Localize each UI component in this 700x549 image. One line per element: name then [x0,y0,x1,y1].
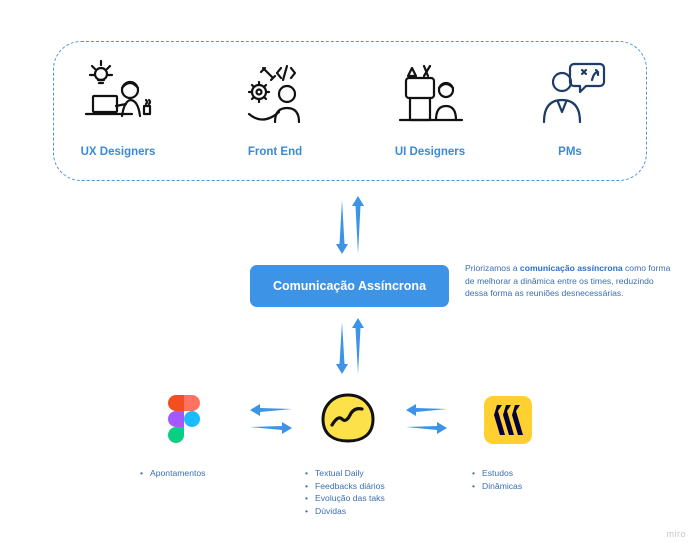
arrow-right [406,422,447,434]
team-ui-designers: UI Designers [370,58,490,158]
list-item: Estudos [472,467,522,480]
figma-uses-list: Apontamentos [140,467,205,480]
basecamp-uses-list: Textual Daily Feedbacks diários Evolução… [305,467,385,517]
team-label: Front End [247,146,303,158]
list-item: Apontamentos [140,467,205,480]
product-manager-icon [542,62,606,124]
list-item: Dúvidas [305,505,385,518]
list-item: Textual Daily [305,467,385,480]
list-item: Feedbacks diários [305,480,385,493]
miro-icon [484,396,532,444]
front-end-developer-icon [247,64,301,124]
team-front-end: Front End [215,58,335,158]
arrow-down [336,322,348,374]
tool-basecamp [320,393,376,448]
list-item: Dinâmicas [472,480,522,493]
side-note: Priorizamos a comunicação assíncrona com… [465,262,675,300]
team-label: UI Designers [394,146,466,158]
tool-miro [484,396,532,449]
team-pms: PMs [510,58,630,158]
team-label: UX Designers [80,146,156,158]
watermark: miro [666,529,686,539]
ux-designer-icon [84,59,152,118]
arrow-up [352,318,364,374]
arrow-left [406,404,447,416]
arrow-left [250,404,292,416]
team-ux-designers: UX Designers [58,58,178,158]
tool-figma [166,394,200,449]
arrow-up [352,196,364,254]
arrow-down [336,200,348,254]
note-text-pre: Priorizamos a [465,263,520,273]
team-label: PMs [558,146,582,158]
basecamp-icon [321,393,375,443]
miro-uses-list: Estudos Dinâmicas [472,467,522,492]
note-text-emphasis: comunicação assíncrona [519,263,623,273]
note-text-post: como forma de melhorar a dinâmica entre … [465,263,671,298]
central-label: Comunicação Assíncrona [272,279,427,293]
figma-icon [168,395,200,443]
teams-container [53,41,647,181]
arrow-right [250,422,292,434]
central-process-box: Comunicação Assíncrona [250,265,449,307]
ui-designer-icon [398,64,464,122]
list-item: Evolução das taks [305,492,385,505]
